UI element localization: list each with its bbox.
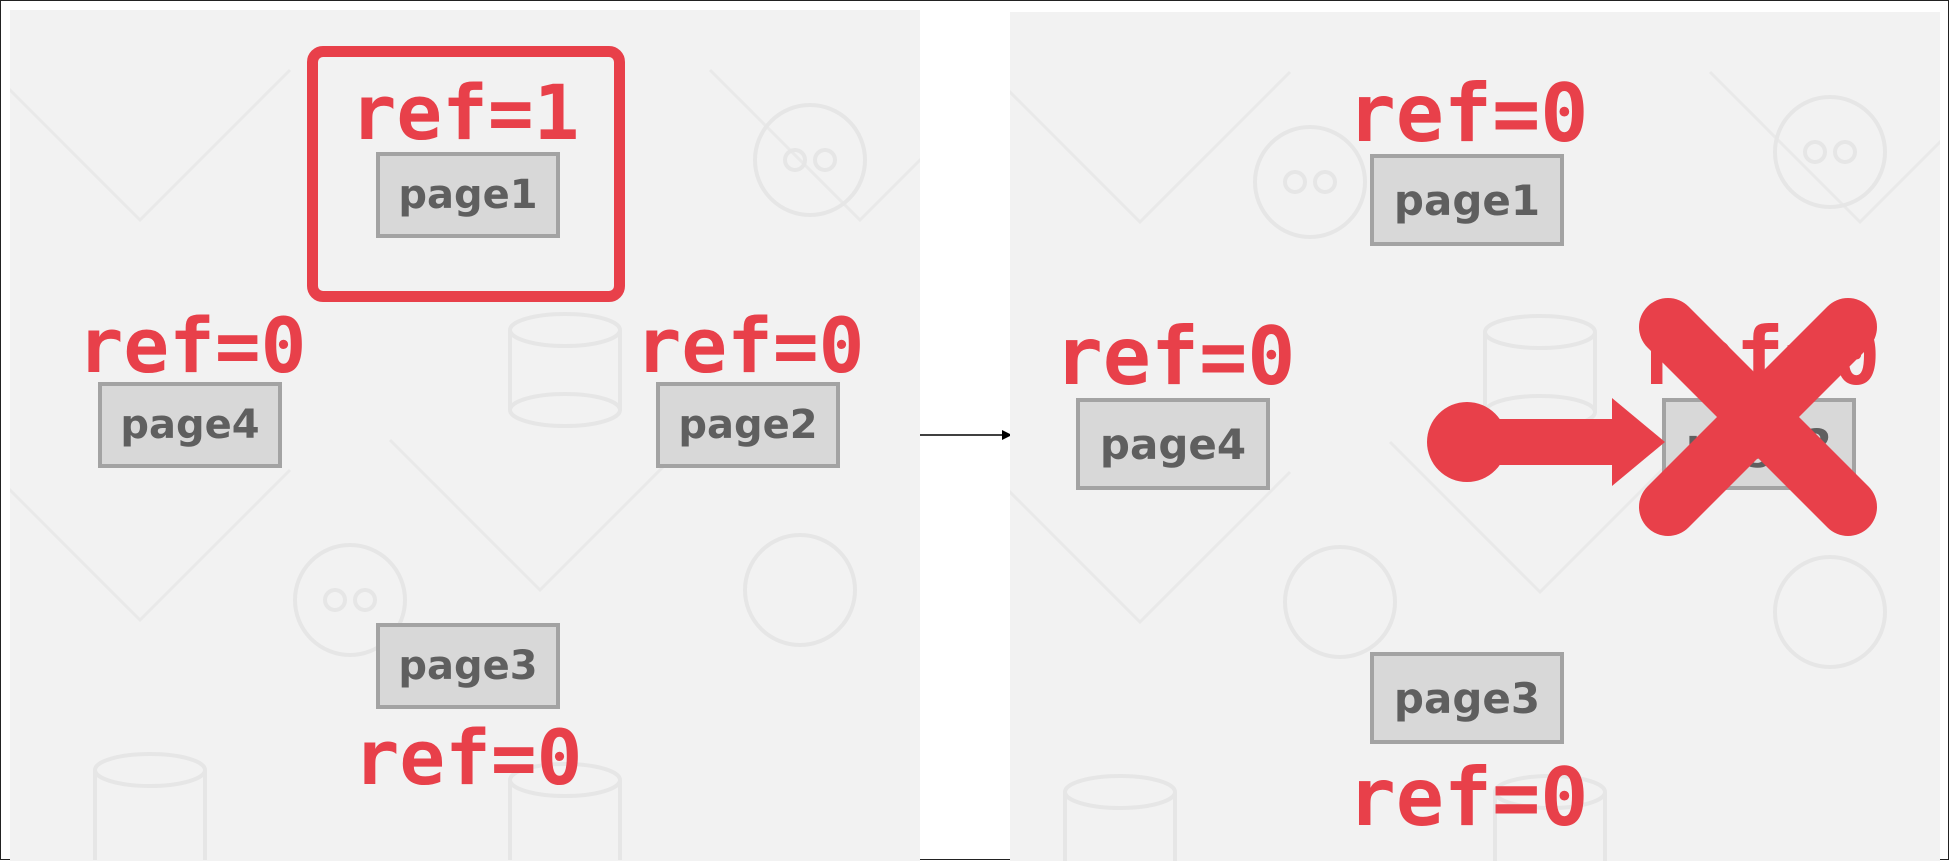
page1-box: page1 xyxy=(376,152,560,238)
page-label: page3 xyxy=(398,643,538,689)
ref-count-page1: ref=1 xyxy=(350,68,580,157)
page2-box: page2 xyxy=(656,382,840,468)
page-label: page4 xyxy=(120,402,260,448)
ref-count-page3: ref=0 xyxy=(1347,751,1589,844)
page-label: page1 xyxy=(398,172,538,218)
page3-box: page3 xyxy=(376,623,560,709)
arrow-right-icon xyxy=(920,430,1012,440)
page2-box: page2 xyxy=(1662,398,1856,490)
panel-after: ref=0 page1 ref=0 page4 ref=0 page2 page… xyxy=(1010,12,1940,861)
ref-count-page2: ref=0 xyxy=(1639,310,1881,403)
page-label: page2 xyxy=(678,402,818,448)
page-label: page1 xyxy=(1393,175,1541,225)
ref-count-page1: ref=0 xyxy=(1347,67,1589,160)
ref-count-page3: ref=0 xyxy=(353,713,583,802)
page-label: page2 xyxy=(1685,419,1833,469)
database-icon xyxy=(1063,314,1607,861)
page-label: page3 xyxy=(1393,673,1541,723)
skull-icon xyxy=(293,103,867,657)
page4-box: page4 xyxy=(98,382,282,468)
page4-box: page4 xyxy=(1076,398,1270,490)
skull-icon xyxy=(1253,95,1887,669)
page1-box: page1 xyxy=(1370,154,1564,246)
panel-before: ref=1 page1 ref=0 page4 ref=0 page2 page… xyxy=(10,10,920,861)
ref-count-page4: ref=0 xyxy=(77,301,307,390)
highlight-frame xyxy=(307,46,625,302)
background-pattern xyxy=(10,68,920,860)
database-icon xyxy=(93,312,622,860)
ref-count-page4: ref=0 xyxy=(1054,310,1296,403)
page-label: page4 xyxy=(1099,419,1247,469)
page3-box: page3 xyxy=(1370,652,1564,744)
ref-count-page2: ref=0 xyxy=(635,301,865,390)
